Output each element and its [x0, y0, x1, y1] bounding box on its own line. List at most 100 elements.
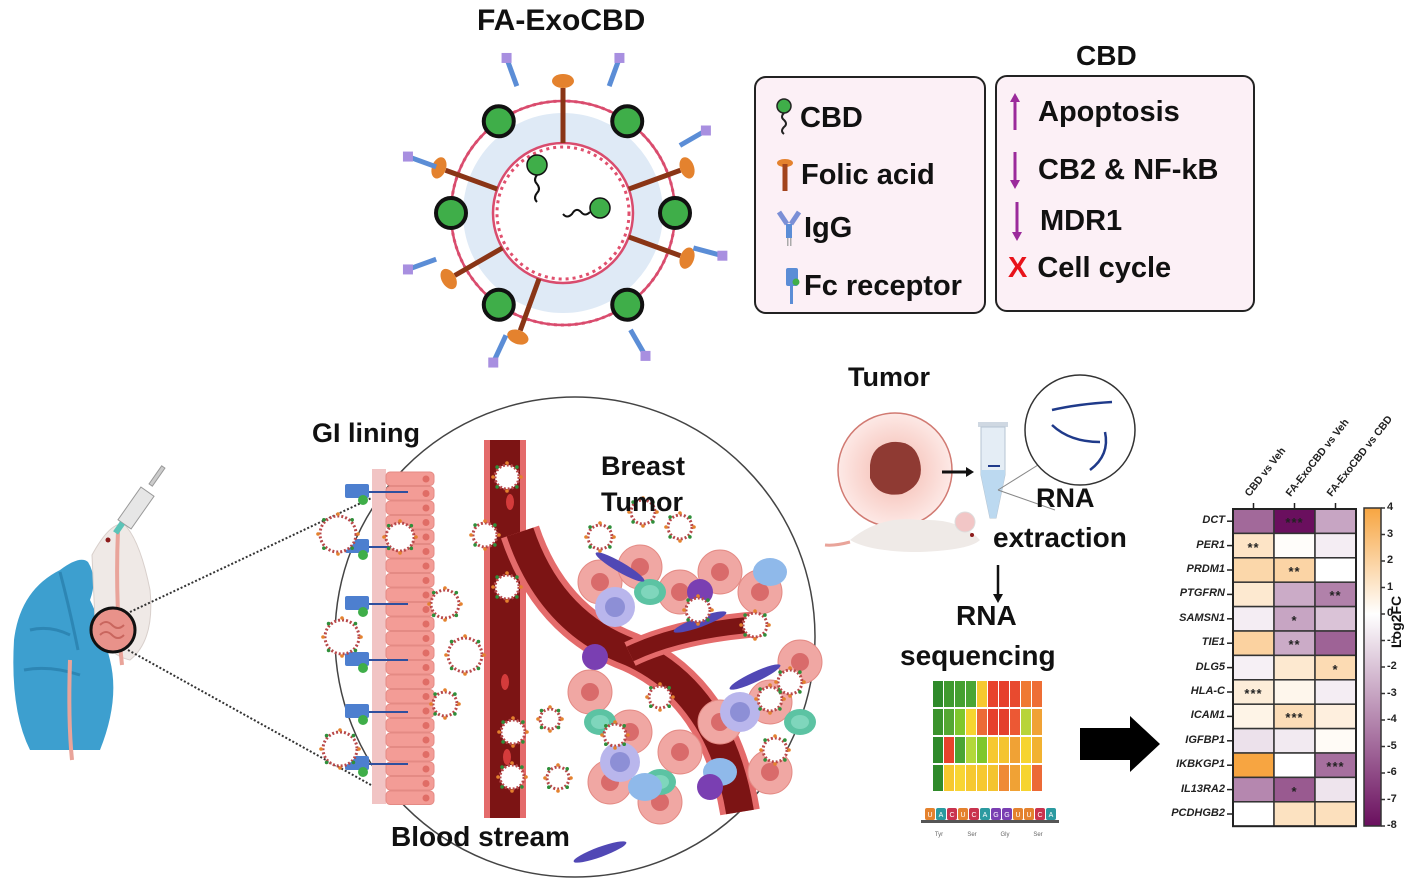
heatmap-cell: [1314, 727, 1357, 754]
fibroblast: [729, 664, 781, 690]
cbd-effects-box: [995, 75, 1255, 312]
amino-acid-label: Gly: [1001, 832, 1010, 838]
exosome-illustration: [402, 52, 728, 368]
epithelial-cell: [385, 776, 435, 791]
folic-acid-head: [440, 268, 457, 290]
amino-acid-label: Tyr: [935, 832, 943, 838]
colorbar-tick-label: -4: [1387, 713, 1397, 725]
epithelial-cell: [385, 732, 435, 747]
dendritic-cell: [687, 579, 713, 605]
epithelial-cell: [385, 761, 435, 776]
exosome-particles: [316, 461, 806, 793]
igg-antibody-icon: [776, 210, 802, 246]
mini-exosome: [429, 588, 461, 620]
seq-cell: [944, 681, 954, 707]
fc-receptor: [345, 484, 369, 498]
amino-acid-label: Ser: [967, 832, 976, 838]
heatmap-row-label: PTGFRN: [1179, 587, 1225, 600]
seq-cell: [1010, 681, 1020, 707]
significance-mark: **: [1288, 564, 1301, 579]
rna-magnified-icon: [1024, 374, 1136, 486]
effect-label: Cell cycle: [1037, 252, 1172, 284]
arrow-down-icon: [993, 565, 1003, 603]
significance-mark: ***: [1326, 759, 1345, 775]
legend-item-folic-acid: Folic acid: [776, 158, 935, 192]
fibroblast: [595, 552, 645, 582]
codon-base-letter: U: [1026, 812, 1031, 819]
seq-cell: [988, 765, 998, 791]
codon-base: [958, 808, 968, 820]
gloved-hand-icon: [13, 559, 114, 750]
seq-cell: [955, 681, 965, 707]
seq-cell: [1021, 765, 1031, 791]
seq-cell: [933, 709, 943, 735]
significance-mark: ***: [1285, 515, 1304, 531]
colorbar-tick-label: -2: [1387, 660, 1397, 672]
epithelial-cell: [385, 703, 435, 718]
heatmap-cell: [1232, 801, 1275, 827]
mini-exosome: [761, 736, 789, 764]
igg-fab: [501, 52, 512, 63]
folic-acid-head: [679, 247, 695, 269]
mini-exosome: [431, 690, 459, 718]
mini-exosome: [629, 498, 657, 526]
folic-acid-ligands: [431, 74, 695, 345]
legend-label: Folic acid: [801, 158, 935, 191]
gi-tract-magnifier-icon: [89, 606, 137, 654]
codon-base: [1035, 808, 1045, 820]
codon-base: [1046, 808, 1056, 820]
seq-cell: [966, 709, 976, 735]
codon-base: [1002, 808, 1012, 820]
significance-mark: *: [1291, 783, 1298, 799]
seq-cell: [1032, 737, 1042, 763]
colorbar-tick-label: 3: [1387, 527, 1394, 540]
igg-fab: [488, 357, 499, 368]
seq-cell: [1010, 737, 1020, 763]
seq-cell: [933, 737, 943, 763]
legend-label: CBD: [800, 101, 863, 134]
seq-cell: [1021, 681, 1031, 707]
epithelial-cell: [385, 616, 435, 631]
folic-acid-head: [507, 329, 529, 345]
sequencing-heatmap-icon: [933, 681, 1042, 791]
seq-cell: [977, 681, 987, 707]
seq-cell: [933, 765, 943, 791]
heatmap-cell: [1314, 776, 1357, 803]
seq-cell: [966, 737, 976, 763]
effect-mdr1: MDR1: [1010, 200, 1122, 242]
heatmap-cell: [1273, 752, 1316, 779]
seq-cell: [999, 709, 1009, 735]
lymphocyte: [753, 558, 787, 586]
heatmap-cell: [1314, 557, 1357, 583]
seq-cell: [1032, 709, 1042, 735]
codon-base-letter: C: [971, 812, 976, 819]
seq-cell: [944, 765, 954, 791]
fibroblast: [573, 841, 627, 863]
epithelial-cell: [385, 500, 435, 515]
colorbar-tick-label: -8: [1387, 819, 1397, 831]
breast-tumor-label-line1: Breast: [601, 451, 686, 481]
mini-exosome: [498, 763, 526, 791]
igg-fab: [717, 250, 728, 261]
tumor-cell-cluster: [567, 544, 823, 863]
seq-cell: [999, 737, 1009, 763]
colorbar: [1363, 507, 1382, 827]
zoom-lines: [0, 0, 400, 400]
legend-item-igg: IgG: [776, 210, 852, 246]
cbd-molecule: [481, 104, 516, 139]
heatmap-cell: [1232, 752, 1275, 779]
lymphocyte: [628, 773, 662, 801]
effect-cell-cycle: X Cell cycle: [1008, 252, 1171, 285]
codon-base: [936, 808, 946, 820]
cbd-molecule: [610, 104, 645, 139]
breast-tumor-label-line2: Tumor: [601, 487, 683, 517]
folic-acid-head: [679, 157, 695, 179]
fc-receptor-icon: [786, 268, 800, 304]
significance-mark: *: [1291, 612, 1298, 628]
seq-cell: [1021, 737, 1031, 763]
mini-exosome: [545, 765, 571, 791]
heatmap-row-label: SAMSN1: [1179, 611, 1225, 624]
colorbar-tick-label: 4: [1387, 501, 1394, 513]
epithelial-cell: [385, 573, 435, 588]
mini-exosome: [586, 523, 614, 551]
